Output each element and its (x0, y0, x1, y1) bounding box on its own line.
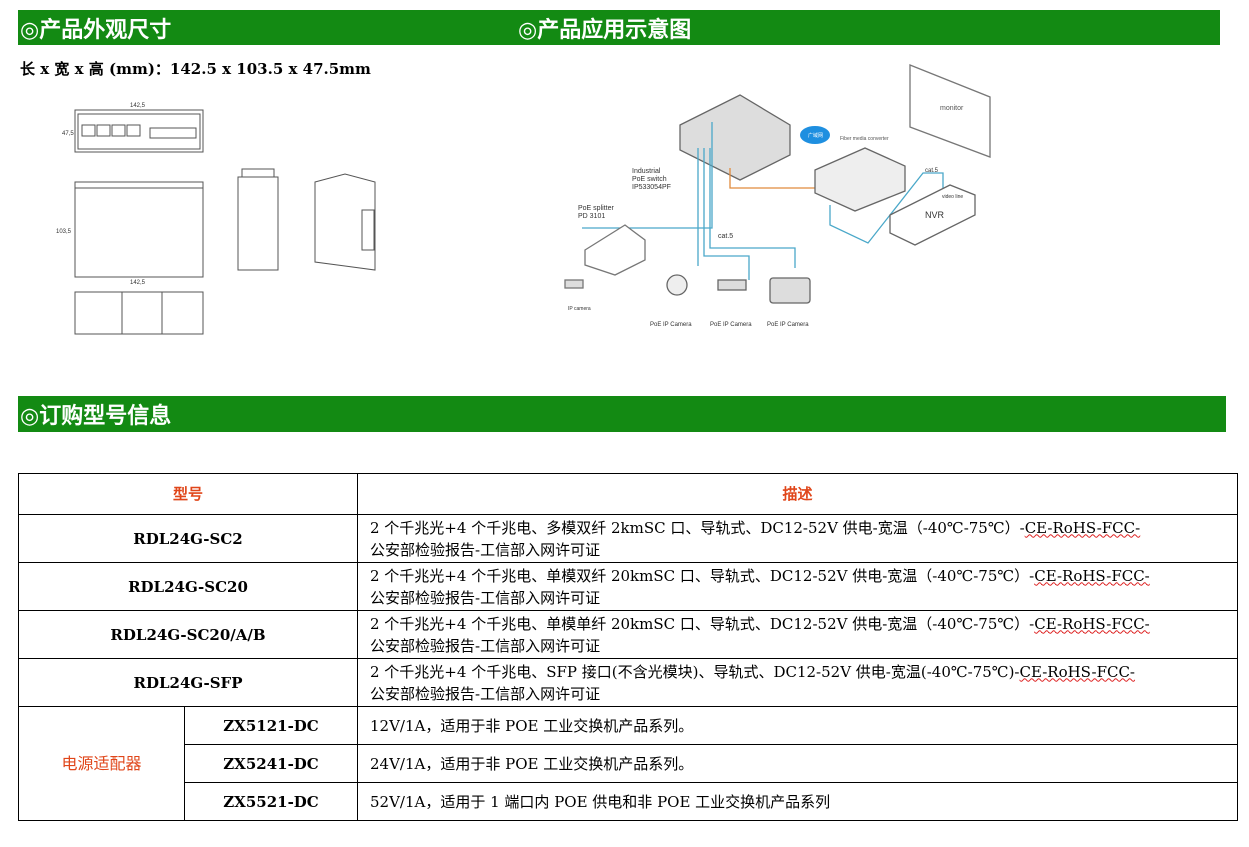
cert-text: CE-RoHS-FCC- (1019, 662, 1136, 681)
height-label: 47,5 (62, 131, 74, 137)
switch-icon (679, 94, 791, 181)
length-label-2: 142,5 (130, 280, 146, 286)
desc-text-2: 公安部检验报告-工信部入网许可证 (370, 684, 601, 703)
desc-text-2: 公安部检验报告-工信部入网许可证 (370, 636, 601, 655)
poe-camera-label-3: PoE IP Camera (767, 322, 809, 328)
poe-splitter-icon (584, 224, 646, 276)
power-desc-cell: 52V/1A，适用于 1 端口内 POE 供电和非 POE 工业交换机产品系列 (357, 782, 1238, 821)
poe-camera-label-1: PoE IP Camera (650, 322, 692, 328)
dimension-drawings: 142,5 47,5 103,5 142,5 (56, 103, 376, 335)
power-model-cell: ZX5121-DC (184, 706, 358, 745)
desc-cell: 2 个千兆光+4 个千兆电、单模双纤 20kmSC 口、导轨式、DC12-52V… (357, 562, 1238, 611)
poe-camera-label-2: PoE IP Camera (710, 322, 752, 328)
model-header: 型号 (18, 473, 358, 515)
dimensions-text: 长 x 宽 x 高 (mm)：142.5 x 103.5 x 47.5mm (20, 60, 371, 78)
power-row: 电源适配器 ZX5121-DC 12V/1A，适用于非 POE 工业交换机产品系… (18, 706, 1238, 821)
desc-text: 2 个千兆光+4 个千兆电、单模单纤 20kmSC 口、导轨式、DC12-52V… (370, 614, 1035, 633)
dome-camera-icon (666, 274, 688, 296)
video-line-label: video line (942, 194, 963, 200)
table-row: RDL24G-SC20 2 个千兆光+4 个千兆电、单模双纤 20kmSC 口、导… (18, 562, 1238, 611)
ordering-table: 型号 描述 RDL24G-SC2 2 个千兆光+4 个千兆电、多模双纤 2kmSC… (18, 473, 1238, 821)
section-header-bar: ◎产品外观尺寸 ◎产品应用示意图 (18, 10, 1220, 45)
cert-text: CE-RoHS-FCC- (1034, 614, 1150, 633)
monitor-icon (909, 64, 991, 158)
cat5-label-2: cat.5 (925, 168, 939, 174)
media-converter-icon (814, 147, 906, 212)
application-diagram: monitor 广域网 NVR video line cat.5 Fiber m… (564, 64, 991, 328)
table-row: RDL24G-SFP 2 个千兆光+4 个千兆电、SFP 接口(不含光模块)、导轨… (18, 658, 1238, 707)
switch-label-3: IP533054PF (632, 184, 671, 191)
model-cell: RDL24G-SC20 (18, 562, 358, 611)
power-model-cell: ZX5521-DC (184, 782, 358, 821)
switch-label-1: Industrial (632, 168, 661, 175)
splitter-label-1: PoE splitter (578, 205, 614, 212)
desc-cell: 2 个千兆光+4 个千兆电、多模双纤 2kmSC 口、导轨式、DC12-52V … (357, 514, 1238, 563)
rj45-ports-icon (81, 124, 141, 137)
desc-text-2: 公安部检验报告-工信部入网许可证 (370, 588, 601, 607)
table-header-row: 型号 描述 (18, 473, 1238, 515)
ordering-header-bar: ◎订购型号信息 (18, 396, 1226, 432)
ip-camera-label: IP camera (568, 306, 591, 312)
model-cell: RDL24G-SC20/A/B (18, 610, 358, 659)
desc-cell: 2 个千兆光+4 个千兆电、SFP 接口(不含光模块)、导轨式、DC12-52V… (357, 658, 1238, 707)
switch-label-2: PoE switch (632, 176, 667, 183)
nvr-label: NVR (925, 210, 945, 220)
splitter-label-2: PD 3101 (578, 213, 605, 220)
cert-text: CE-RoHS-FCC- (1034, 566, 1150, 585)
desc-text: 2 个千兆光+4 个千兆电、SFP 接口(不含光模块)、导轨式、DC12-52V… (370, 662, 1020, 681)
width-label: 103,5 (56, 229, 72, 235)
cloud-label: 广域网 (808, 132, 823, 139)
cat5-label: cat.5 (718, 233, 733, 240)
table-row: RDL24G-SC20/A/B 2 个千兆光+4 个千兆电、单模单纤 20kmSC… (18, 610, 1238, 659)
cert-text: CE-RoHS-FCC- (1024, 518, 1141, 537)
monitor-label: monitor (940, 105, 964, 112)
application-heading: ◎产品应用示意图 (518, 17, 692, 43)
power-model-cell: ZX5241-DC (184, 744, 358, 783)
desc-text-2: 公安部检验报告-工信部入网许可证 (370, 540, 601, 559)
converter-label: Fiber media converter (840, 136, 889, 142)
table-row: RDL24G-SC2 2 个千兆光+4 个千兆电、多模双纤 2kmSC 口、导轨式… (18, 514, 1238, 563)
model-cell: RDL24G-SFP (18, 658, 358, 707)
desc-text: 2 个千兆光+4 个千兆电、单模双纤 20kmSC 口、导轨式、DC12-52V… (370, 566, 1035, 585)
desc-text: 2 个千兆光+4 个千兆电、多模双纤 2kmSC 口、导轨式、DC12-52V … (370, 518, 1025, 537)
ip-camera-icon (564, 279, 584, 289)
ordering-heading: ◎订购型号信息 (20, 404, 172, 429)
model-cell: RDL24G-SC2 (18, 514, 358, 563)
length-label: 142,5 (130, 103, 146, 109)
bullet-camera-icon (717, 279, 747, 291)
cloud-icon (800, 126, 830, 144)
power-adapter-label: 电源适配器 (18, 706, 185, 821)
desc-header: 描述 (357, 473, 1238, 515)
dslr-camera-icon (769, 277, 811, 304)
dimensions-heading: ◎产品外观尺寸 (20, 17, 172, 43)
power-desc-cell: 12V/1A，适用于非 POE 工业交换机产品系列。 (357, 706, 1238, 745)
power-desc-cell: 24V/1A，适用于非 POE 工业交换机产品系列。 (357, 744, 1238, 783)
desc-cell: 2 个千兆光+4 个千兆电、单模单纤 20kmSC 口、导轨式、DC12-52V… (357, 610, 1238, 659)
nvr-icon (889, 184, 976, 246)
